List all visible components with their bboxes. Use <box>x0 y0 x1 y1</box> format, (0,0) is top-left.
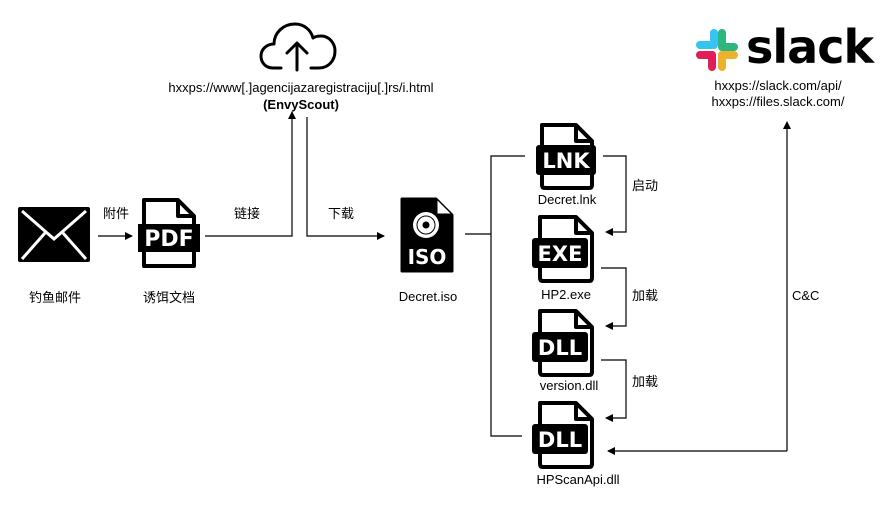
envelope-icon <box>18 207 90 262</box>
exe-label: HP2.exe <box>541 287 591 302</box>
load-label-1: 加载 <box>632 288 659 303</box>
dll2-icon-text: DLL <box>538 428 582 452</box>
slack-wordmark: slack <box>746 20 874 74</box>
pdf-file-icon: PDF <box>138 198 200 268</box>
slack-url-2: hxxps://files.slack.com/ <box>711 94 845 109</box>
dll1-icon-text: DLL <box>538 336 582 360</box>
cnc-label: C&C <box>792 288 820 303</box>
download-label: 下载 <box>327 206 355 221</box>
exe-file-icon: EXE <box>532 215 594 283</box>
launch-label: 启动 <box>632 178 659 193</box>
iso-icon-text: ISO <box>408 245 447 269</box>
dll-file-icon-2: DLL <box>532 401 594 469</box>
edge-lnk-to-exe <box>603 155 627 236</box>
attachment-label: 附件 <box>102 206 130 221</box>
link-label: 链接 <box>233 206 261 221</box>
edge-dll1-to-dll2 <box>601 359 627 422</box>
dll1-label: version.dll <box>539 378 599 393</box>
slack-url-1: hxxps://slack.com/api/ <box>714 78 842 93</box>
slack-logo-icon <box>696 29 738 71</box>
iso-label: Decret.iso <box>398 289 458 304</box>
email-label: 钓鱼邮件 <box>28 290 82 305</box>
cloud-url: hxxps://www[.]agencijazaregistraciju[.]r… <box>168 80 434 95</box>
cloud-name: (EnvyScout) <box>263 97 339 112</box>
dll2-label: HPScanApi.dll <box>536 472 620 487</box>
edge-cloud-to-iso <box>306 117 385 240</box>
lnk-label: Decret.lnk <box>537 192 597 207</box>
iso-disc-file-icon: ISO <box>400 197 454 273</box>
lnk-file-icon: LNK <box>536 123 596 190</box>
dll-file-icon: DLL <box>532 309 594 377</box>
load-label-2: 加载 <box>632 374 659 389</box>
edge-exe-to-dll1 <box>601 267 627 330</box>
bracket-line <box>490 155 525 437</box>
pdf-icon-text: PDF <box>144 227 193 252</box>
exe-icon-text: EXE <box>538 242 583 266</box>
lnk-icon-text: LNK <box>542 149 590 173</box>
pdf-label: 诱饵文档 <box>142 290 196 305</box>
edge-pdf-to-cloud <box>205 111 296 237</box>
cloud-upload-icon <box>259 22 337 72</box>
